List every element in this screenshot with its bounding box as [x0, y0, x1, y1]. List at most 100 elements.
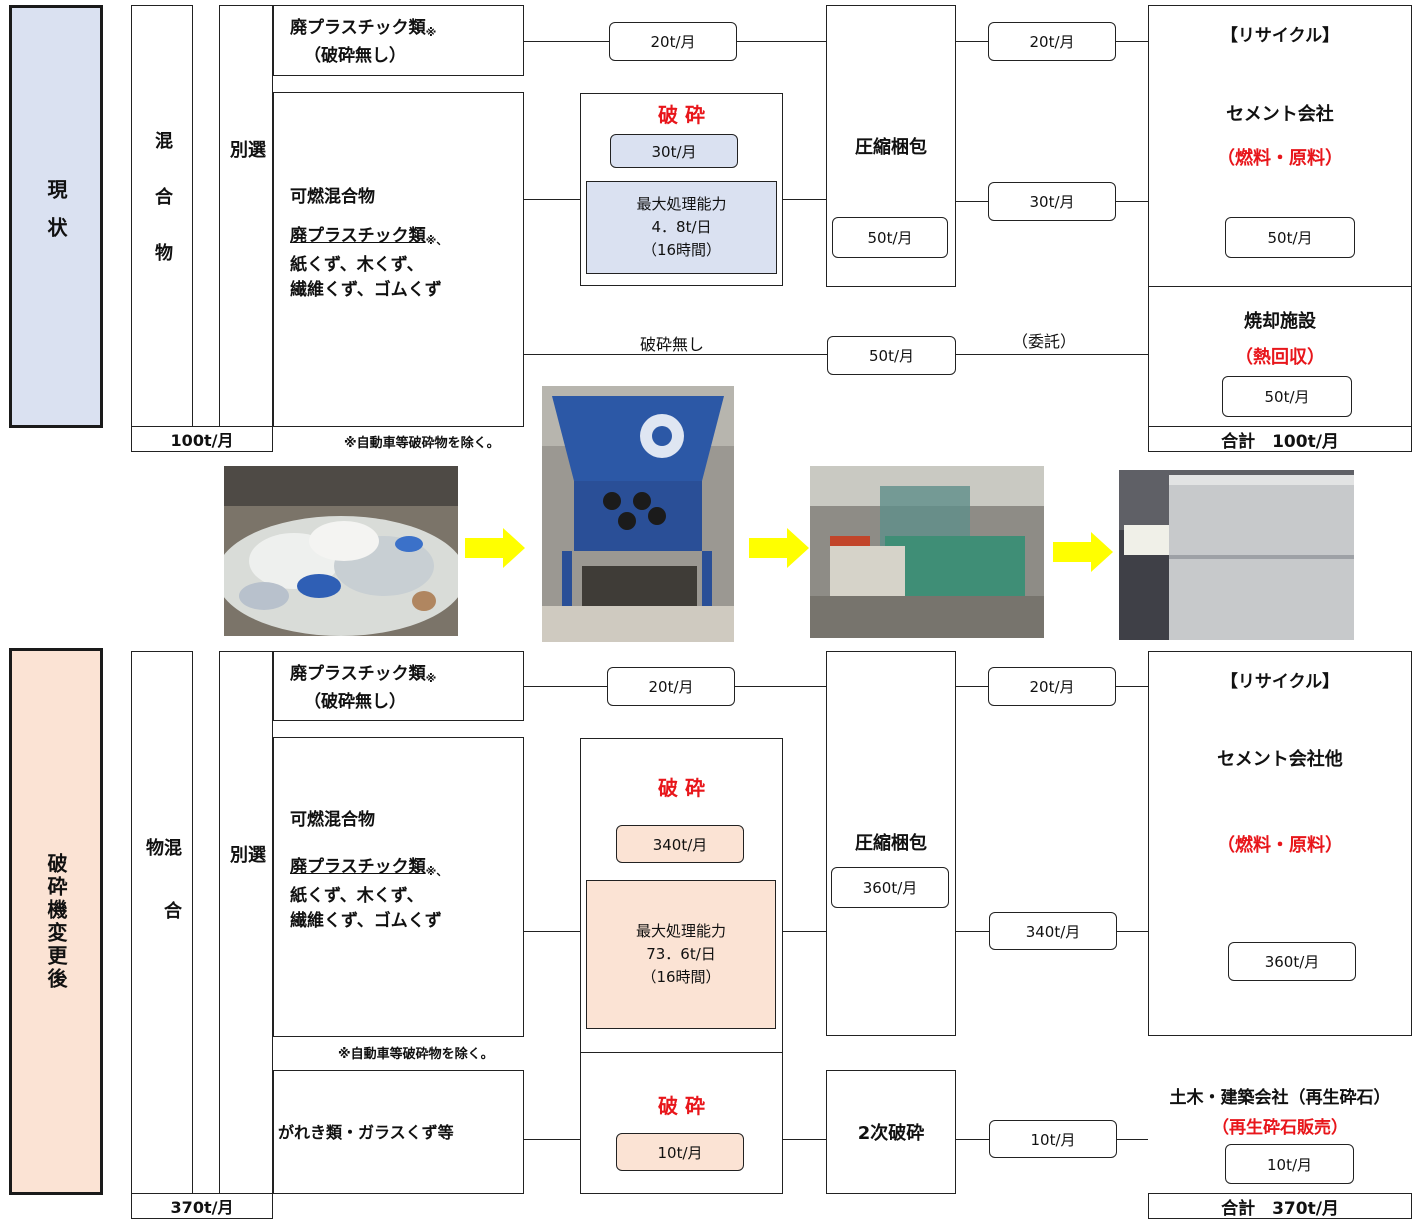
- current-capacity-hours: （16時間）: [642, 239, 721, 262]
- shredder-photo: [542, 386, 734, 642]
- after-line-e1: [956, 931, 989, 932]
- current-line-a2: [737, 41, 826, 42]
- after-total-output: 合計 370t/月: [1148, 1193, 1412, 1219]
- after-capacity-box: 最大処理能力 73．6t/日 （16時間）: [586, 880, 776, 1029]
- after-line-c1: [524, 1139, 580, 1140]
- after-combustible-plastic: 廃プラスチック類: [290, 857, 426, 877]
- current-no-crush-label: 破砕無し: [640, 331, 704, 355]
- after-line-a1: [524, 686, 607, 687]
- current-total-output-text: 合計 100t/月: [1221, 427, 1339, 452]
- current-recycle-title: 【リサイクル】: [1149, 20, 1411, 46]
- after-out-10: 10t/月: [989, 1120, 1117, 1158]
- current-combustible-mark: ※、: [426, 234, 448, 247]
- after-capacity-value: 73．6t/日: [646, 943, 716, 966]
- current-flow-20: 20t/月: [609, 22, 737, 61]
- current-total-output: 合計 100t/月: [1148, 426, 1412, 452]
- after-compress-box: 圧縮梱包 360t/月: [826, 651, 956, 1036]
- after-flow-20-text: 20t/月: [648, 676, 693, 697]
- after-waste-combustible-box: 可燃混合物 廃プラスチック類※、 紙くず、木くず、 繊維くず、ゴムくず: [273, 737, 524, 1037]
- after-mixed-text: 混合物: [144, 838, 180, 1008]
- after-waste-plastic-name: 廃プラスチック類: [290, 664, 426, 684]
- current-line-e2: [1116, 201, 1148, 202]
- bale-image: [1119, 470, 1354, 640]
- after-recycle-box: 【リサイクル】 セメント会社他 （燃料・原料） 360t/月: [1148, 651, 1412, 1036]
- current-capacity-label: 最大処理能力: [636, 193, 726, 216]
- after-civil-amount: 10t/月: [1225, 1144, 1354, 1184]
- current-recycle-box: 【リサイクル】 セメント会社 （燃料・原料） 50t/月: [1148, 5, 1412, 287]
- current-out-30-text: 30t/月: [1029, 191, 1074, 212]
- current-waste-plastic-note: （破砕無し）: [290, 45, 523, 67]
- after-waste-plastic-mark: ※: [426, 672, 437, 685]
- current-out-20: 20t/月: [988, 22, 1116, 61]
- current-line-c2: [956, 354, 1148, 355]
- current-line-d1: [956, 41, 988, 42]
- current-mixed-label: 混合物: [131, 130, 193, 300]
- current-incin-box: 焼却施設 （熱回収） 50t/月: [1148, 286, 1412, 427]
- current-compress-amount: 50t/月: [832, 217, 948, 258]
- after-crush-title: 破 砕: [581, 771, 782, 801]
- after-line-e2: [1117, 931, 1148, 932]
- current-line-b2: [783, 199, 826, 200]
- current-recycle-company: セメント会社: [1149, 100, 1411, 126]
- current-mixed-text: 混合物: [153, 131, 171, 299]
- current-out-30: 30t/月: [988, 182, 1116, 221]
- after-recycle-use: （燃料・原料）: [1149, 831, 1411, 857]
- current-waste-plastic-mark: ※: [426, 26, 437, 39]
- after-line-c2: [783, 1139, 826, 1140]
- current-line-a1: [524, 41, 609, 42]
- after-crush2-title: 破 砕: [581, 1089, 782, 1119]
- current-out-20-text: 20t/月: [1029, 31, 1074, 52]
- current-side-label-text: 現状: [46, 179, 66, 255]
- current-total-input: 100t/月: [131, 426, 273, 452]
- after-side-label-text: 破砕機変更後: [46, 853, 66, 991]
- current-combustible-title: 可燃混合物: [290, 185, 523, 210]
- after-total-output-text: 合計 370t/月: [1221, 1194, 1339, 1219]
- after-line-a2: [735, 686, 826, 687]
- after-sorted-label: 選別: [219, 845, 273, 995]
- current-capacity-value: 4．8t/日: [651, 216, 711, 239]
- after-compress-amount: 360t/月: [831, 867, 949, 908]
- bale-photo: [1119, 470, 1354, 640]
- current-incin-amount: 50t/月: [1222, 376, 1352, 417]
- shredder-image: [542, 386, 734, 642]
- after-capacity-hours: （16時間）: [641, 966, 720, 989]
- after-capacity-label: 最大処理能力: [636, 920, 726, 943]
- after-sorted-text: 選別: [228, 845, 264, 995]
- after-out-10-text: 10t/月: [1030, 1129, 1075, 1150]
- after-out-20: 20t/月: [988, 667, 1116, 706]
- after-mixed-label: 混合物: [131, 838, 193, 1008]
- after-crush-amount-text: 340t/月: [653, 834, 708, 855]
- after-second-crush-title: 2次破砕: [827, 1119, 955, 1145]
- after-combustible-line3: 繊維くず、ゴムくず: [290, 909, 523, 934]
- after-waste-rubble-box: がれき類・ガラスくず等: [273, 1070, 524, 1194]
- current-entrust-label: （委託）: [1012, 328, 1076, 352]
- current-crush-amount: 30t/月: [610, 134, 738, 168]
- current-incin-title: 焼却施設: [1149, 307, 1411, 333]
- baler-image: [810, 466, 1044, 638]
- after-combustible-title: 可燃混合物: [290, 808, 523, 833]
- after-line-f2: [1117, 1139, 1148, 1140]
- current-total-input-text: 100t/月: [171, 427, 234, 451]
- current-waste-plastic-box: 廃プラスチック類※ （破砕無し）: [273, 5, 524, 76]
- current-crush-box: 破 砕 30t/月 最大処理能力 4．8t/日 （16時間）: [580, 93, 783, 286]
- current-crush-title: 破 砕: [581, 98, 782, 128]
- current-incin-amount-text: 50t/月: [1264, 386, 1309, 407]
- after-total-input: 370t/月: [131, 1193, 273, 1219]
- after-crush-box: 破 砕 340t/月 最大処理能力 73．6t/日 （16時間）: [580, 738, 783, 1053]
- after-rubble-text: がれき類・ガラスくず等: [278, 1120, 454, 1145]
- current-crush-amount-text: 30t/月: [651, 141, 696, 162]
- after-line-d1: [956, 686, 988, 687]
- after-recycle-title: 【リサイクル】: [1149, 666, 1411, 692]
- current-compress-box: 圧縮梱包 50t/月: [826, 5, 956, 287]
- after-out-340: 340t/月: [989, 912, 1117, 950]
- waste-pile-photo: [224, 466, 458, 636]
- arrow-right-icon-1: [465, 528, 525, 572]
- after-side-label: 破砕機変更後: [9, 648, 103, 1195]
- after-line-d2: [1116, 686, 1148, 687]
- after-out-20-text: 20t/月: [1029, 676, 1074, 697]
- after-civil-section: 土木・建築会社（再生砕石） （再生砕石販売） 10t/月: [1148, 1076, 1412, 1194]
- after-flow-20: 20t/月: [607, 667, 735, 706]
- after-second-crush-box: 2次破砕: [826, 1070, 956, 1194]
- after-line-f1: [956, 1139, 989, 1140]
- after-note: ※自動車等破砕物を除く。: [338, 1043, 494, 1062]
